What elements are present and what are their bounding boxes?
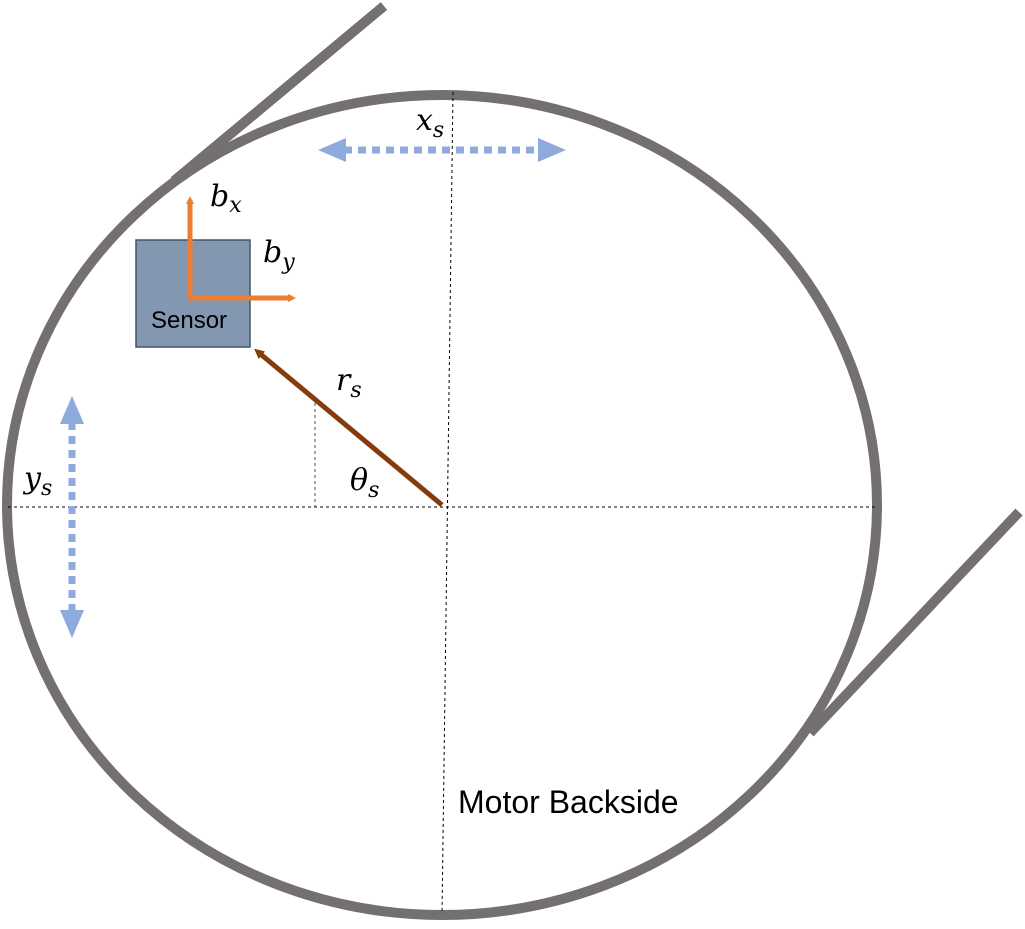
lower-lead (806, 508, 1023, 737)
motor-backside-label: Motor Backside (458, 784, 679, 820)
ys-label: ys (22, 461, 52, 501)
theta-s-label: θs (350, 463, 379, 503)
vertical-centerline (441, 91, 454, 915)
xs-offset-arrow (318, 138, 566, 162)
rs-label: rs (336, 363, 362, 403)
upper-lead (170, 2, 388, 185)
ys-offset-arrow (60, 396, 84, 638)
bx-label: bx (210, 179, 242, 218)
sensor-label: Sensor (151, 307, 227, 334)
motor-ring (2, 90, 882, 920)
xs-label: xs (416, 103, 444, 143)
by-label: by (263, 235, 295, 275)
sensor-box (135, 239, 251, 348)
radius-arrow (254, 348, 444, 507)
